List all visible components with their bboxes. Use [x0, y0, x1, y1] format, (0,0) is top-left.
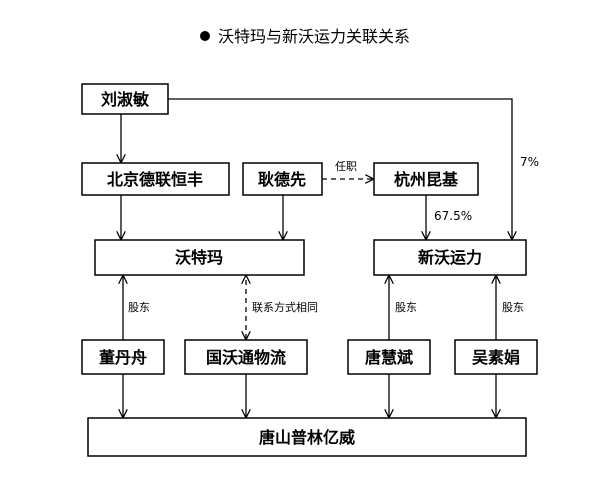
node-tang-huibin: 唐慧斌 — [347, 339, 431, 375]
node-wu-sujuan-label: 吴素娟 — [472, 348, 520, 367]
node-guowo-tongwuliu-label: 国沃通物流 — [206, 348, 286, 367]
node-beijing-delian-label: 北京德联恒丰 — [107, 170, 203, 189]
node-xinwo-yunli-label: 新沃运力 — [418, 248, 482, 267]
node-tangshan-pulin: 唐山普林亿威 — [87, 417, 527, 457]
node-wu-sujuan: 吴素娟 — [454, 339, 538, 375]
node-liu-shumin: 刘淑敏 — [81, 83, 169, 115]
edge-geng-to-kunji-label: 任职 — [335, 160, 357, 173]
edge-liu-to-xinwo — [168, 98, 512, 239]
edge-liu-to-xinwo-label: 7% — [520, 155, 539, 169]
title-bullet-icon — [200, 31, 210, 41]
node-geng-dexian: 耿德先 — [242, 162, 323, 196]
node-dong-danzhou-label: 董丹舟 — [99, 348, 147, 367]
node-tang-huibin-label: 唐慧斌 — [365, 348, 413, 367]
node-dong-danzhou: 董丹舟 — [81, 339, 165, 375]
node-hangzhou-kunji: 杭州昆基 — [373, 162, 479, 196]
node-tangshan-pulin-label: 唐山普林亿威 — [259, 428, 355, 447]
node-guowo-tongwuliu: 国沃通物流 — [184, 339, 308, 375]
node-hangzhou-kunji-label: 杭州昆基 — [394, 170, 459, 189]
node-beijing-delian: 北京德联恒丰 — [81, 162, 230, 196]
edge-guowo-wotema-label: 联系方式相同 — [252, 300, 318, 314]
node-wotema: 沃特玛 — [94, 239, 305, 276]
node-liu-shumin-label: 刘淑敏 — [101, 90, 150, 109]
diagram-title: 沃特玛与新沃运力关联关系 — [218, 27, 410, 46]
node-geng-dexian-label: 耿德先 — [258, 170, 306, 189]
edge-tang-to-xinwo-label: 股东 — [395, 301, 417, 314]
node-xinwo-yunli: 新沃运力 — [373, 239, 527, 276]
edge-dong-to-wotema-label: 股东 — [128, 301, 150, 314]
edge-kunji-to-xinwo-label: 67.5% — [434, 209, 472, 223]
node-wotema-label: 沃特玛 — [175, 248, 223, 267]
edge-wu-to-xinwo-label: 股东 — [502, 301, 524, 314]
